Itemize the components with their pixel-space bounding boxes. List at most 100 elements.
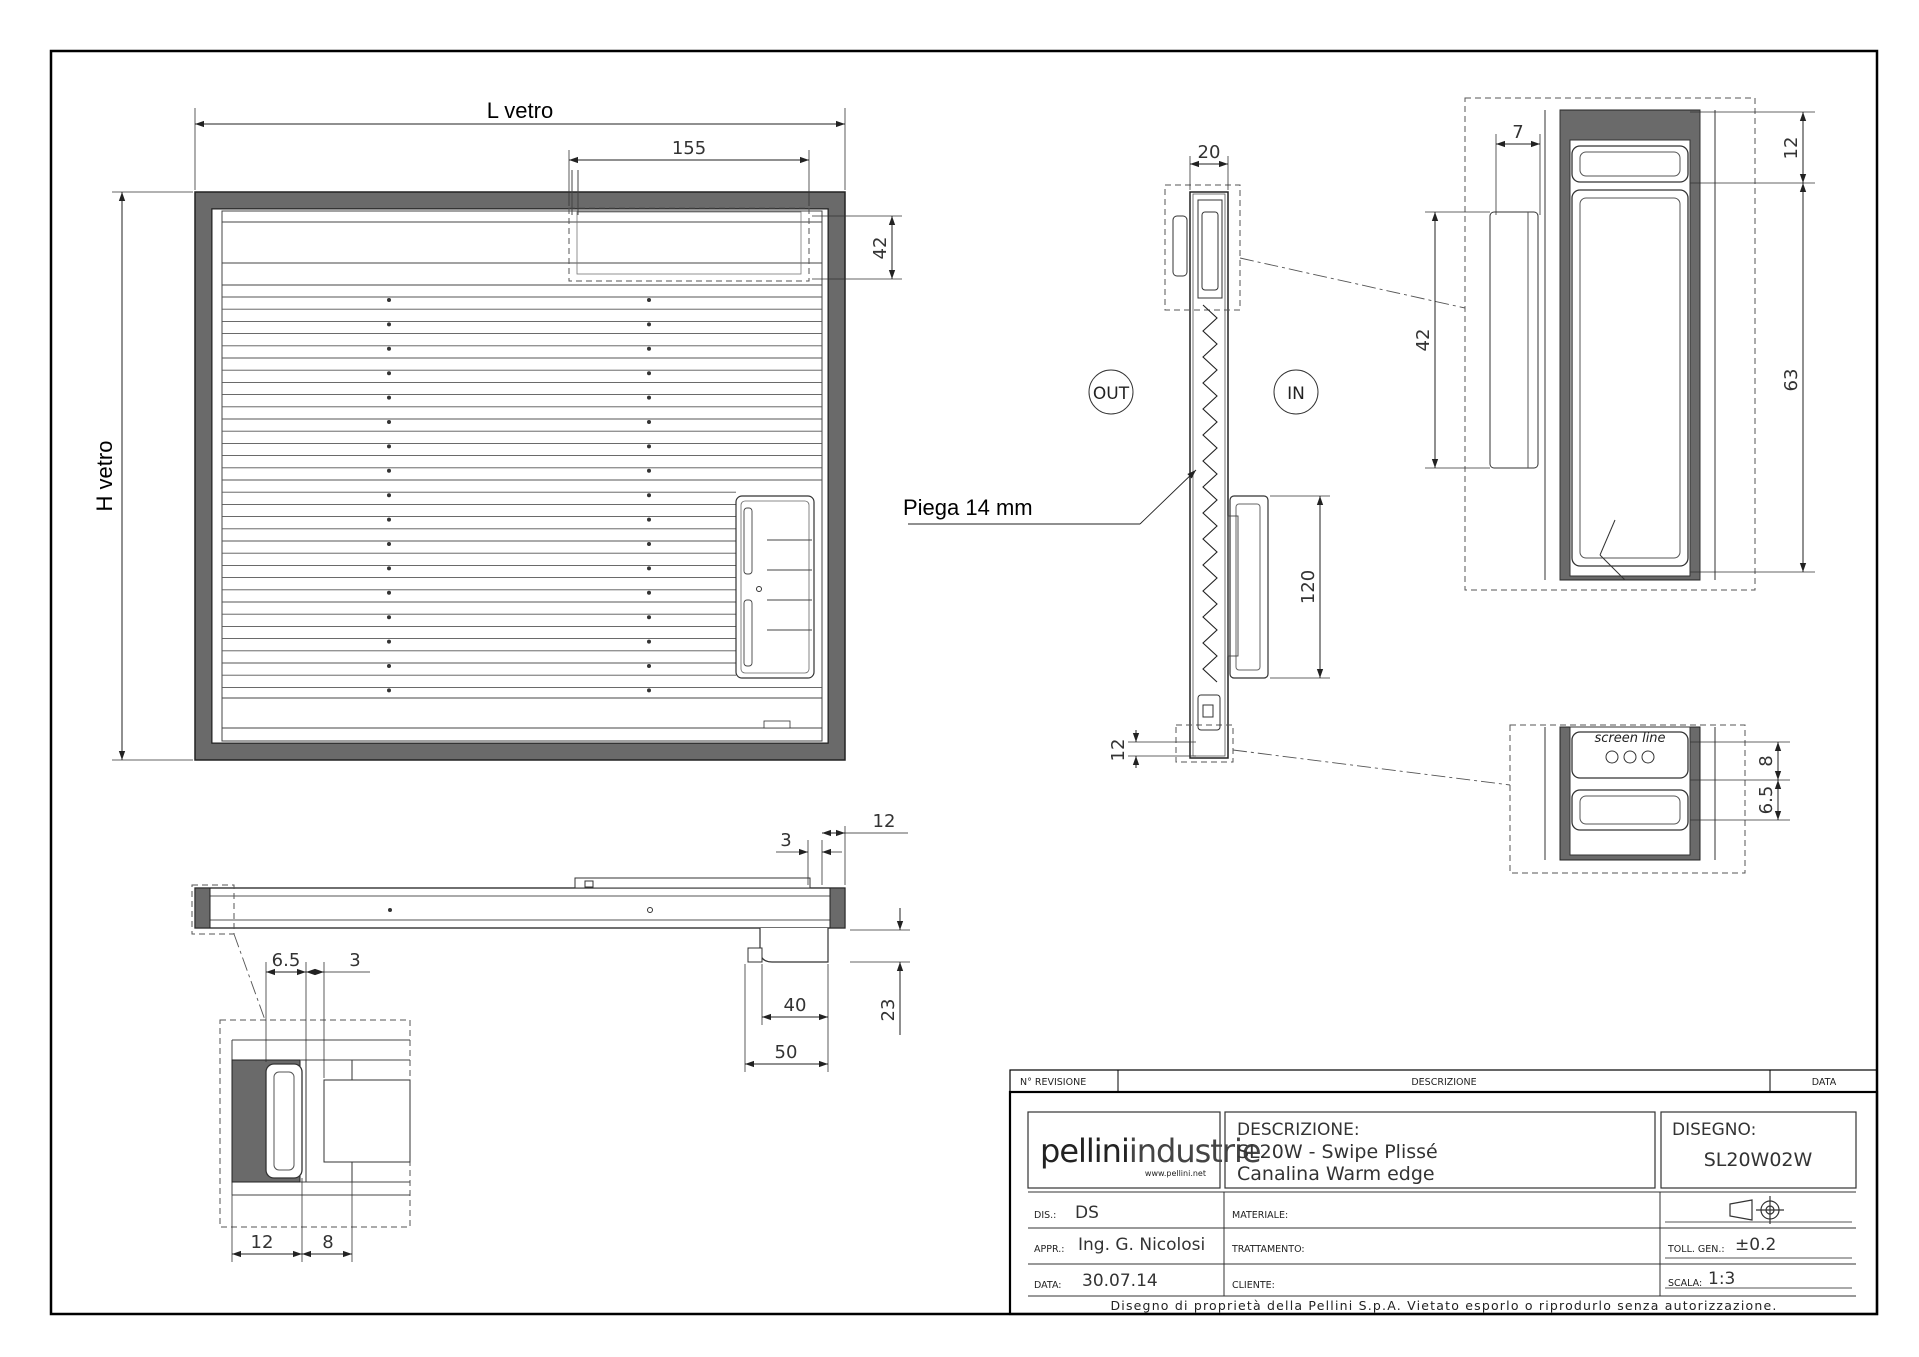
appr-label: APPR.:	[1034, 1244, 1064, 1255]
dim-50: 50	[775, 1042, 798, 1063]
disegno-label: DISEGNO:	[1672, 1120, 1756, 1140]
trattamento-label: TRATTAMENTO:	[1231, 1244, 1305, 1255]
dis-value: DS	[1075, 1203, 1099, 1223]
cord-marker	[387, 468, 391, 473]
dim-42-top: 42	[870, 237, 891, 260]
cord-marker	[387, 346, 391, 351]
cord-marker	[647, 468, 651, 473]
cord-marker	[647, 566, 651, 571]
cord-marker	[647, 688, 651, 693]
descrizione-label: DESCRIZIONE:	[1237, 1120, 1360, 1140]
cord-marker	[647, 493, 651, 498]
l-vetro-label: L vetro	[487, 98, 553, 123]
cord-marker	[647, 542, 651, 546]
data-label: DATA:	[1034, 1280, 1062, 1291]
handle	[735, 495, 815, 679]
disegno-value: SL20W02W	[1704, 1149, 1813, 1171]
rev-description-header: DESCRIZIONE	[1411, 1077, 1476, 1088]
dim-12-sec: 12	[1108, 739, 1129, 762]
cord-marker	[387, 420, 391, 424]
logo-pellini: pelliniindustrie	[1040, 1132, 1261, 1170]
dim-6-5-bot: 6.5	[1756, 786, 1777, 815]
top-detail-view: 7 12 63 42	[1413, 97, 1815, 591]
dim-8-bot: 8	[1756, 755, 1777, 766]
logo-url: www.pellini.net	[1145, 1169, 1206, 1178]
dim-120: 120	[1298, 570, 1319, 604]
cord-marker	[387, 493, 391, 498]
toll-label: TOLL. GEN.:	[1667, 1244, 1725, 1255]
title-block: N° REVISIONE DESCRIZIONE DATA pelliniind…	[1008, 1069, 1879, 1316]
cord-marker	[387, 639, 391, 644]
screenline-brand-mark: screen line	[1594, 731, 1665, 746]
dis-label: DIS.:	[1034, 1210, 1056, 1221]
screenline-label-tag	[763, 720, 791, 729]
dim-20: 20	[1198, 142, 1221, 163]
scala-value: 1:3	[1708, 1269, 1735, 1289]
ownership-footer: Disegno di proprietà della Pellini S.p.A…	[1110, 1298, 1777, 1313]
dim-12-side: 12	[873, 811, 896, 832]
cord-marker	[647, 664, 651, 668]
rev-date-header: DATA	[1812, 1077, 1837, 1088]
pleat-zigzag	[1202, 304, 1218, 683]
rev-number-header: N° REVISIONE	[1020, 1077, 1086, 1088]
dim-63: 63	[1781, 369, 1802, 392]
cord-marker	[647, 444, 651, 449]
cord-marker	[647, 517, 651, 522]
dim-8-corner: 8	[322, 1232, 333, 1253]
dim-23: 23	[878, 999, 899, 1022]
cord-marker	[387, 590, 391, 595]
cord-marker	[387, 664, 391, 668]
side-section-view: OUT IN Piega 14 mm 20 120 12	[903, 142, 1511, 786]
plan-view: 12 3 23 40 50	[191, 811, 910, 1072]
cord-marker	[387, 395, 391, 400]
cord-marker	[387, 444, 391, 449]
descrizione-line1: SL20W - Swipe Plissé	[1237, 1141, 1438, 1163]
cliente-label: CLIENTE:	[1232, 1280, 1275, 1291]
cord-marker	[387, 615, 391, 620]
h-vetro-label: H vetro	[92, 441, 117, 512]
in-label: IN	[1287, 384, 1305, 404]
cord-marker	[647, 298, 651, 302]
projection-symbol-icon	[1729, 1196, 1784, 1224]
dim-7: 7	[1512, 122, 1523, 143]
toll-value: ±0.2	[1735, 1235, 1776, 1255]
dim-3-side: 3	[780, 830, 791, 851]
bottom-detail-box	[1175, 724, 1234, 763]
dim-155: 155	[672, 138, 706, 159]
dim-6-5-corner: 6.5	[272, 950, 301, 971]
bottom-detail-view: screen line 8 6.5	[1509, 724, 1790, 874]
sheet-border	[49, 49, 1879, 1316]
cord-marker	[387, 517, 391, 522]
dim-12-det: 12	[1781, 137, 1802, 160]
piega-label: Piega 14 mm	[903, 495, 1033, 520]
cord-marker	[387, 298, 391, 302]
cord-marker	[647, 322, 651, 327]
cord-marker	[647, 420, 651, 424]
cord-markers	[387, 298, 651, 693]
appr-value: Ing. G. Nicolosi	[1078, 1235, 1205, 1255]
cord-marker	[647, 590, 651, 595]
cord-marker	[387, 566, 391, 571]
cord-marker	[647, 346, 651, 351]
cord-marker	[647, 639, 651, 644]
cord-marker	[647, 615, 651, 620]
cord-marker	[387, 322, 391, 327]
out-label: OUT	[1093, 384, 1130, 404]
cord-marker	[387, 688, 391, 693]
data-value: 30.07.14	[1082, 1271, 1158, 1291]
cord-marker	[387, 542, 391, 546]
corner-detail-view: 6.5 3 12 8	[219, 950, 411, 1262]
scala-label: SCALA:	[1668, 1278, 1702, 1289]
dim-42-det: 42	[1413, 329, 1434, 352]
head-detail-box	[568, 207, 810, 282]
dim-40: 40	[784, 995, 807, 1016]
dim-12-corner: 12	[251, 1232, 274, 1253]
cord-marker	[647, 395, 651, 400]
cord-marker	[387, 371, 391, 376]
dim-3-corner: 3	[349, 950, 360, 971]
cord-marker	[647, 371, 651, 376]
materiale-label: MATERIALE:	[1232, 1210, 1288, 1221]
front-view: L vetro H vetro 155 42	[92, 98, 902, 761]
descrizione-line2: Canalina Warm edge	[1237, 1163, 1435, 1185]
